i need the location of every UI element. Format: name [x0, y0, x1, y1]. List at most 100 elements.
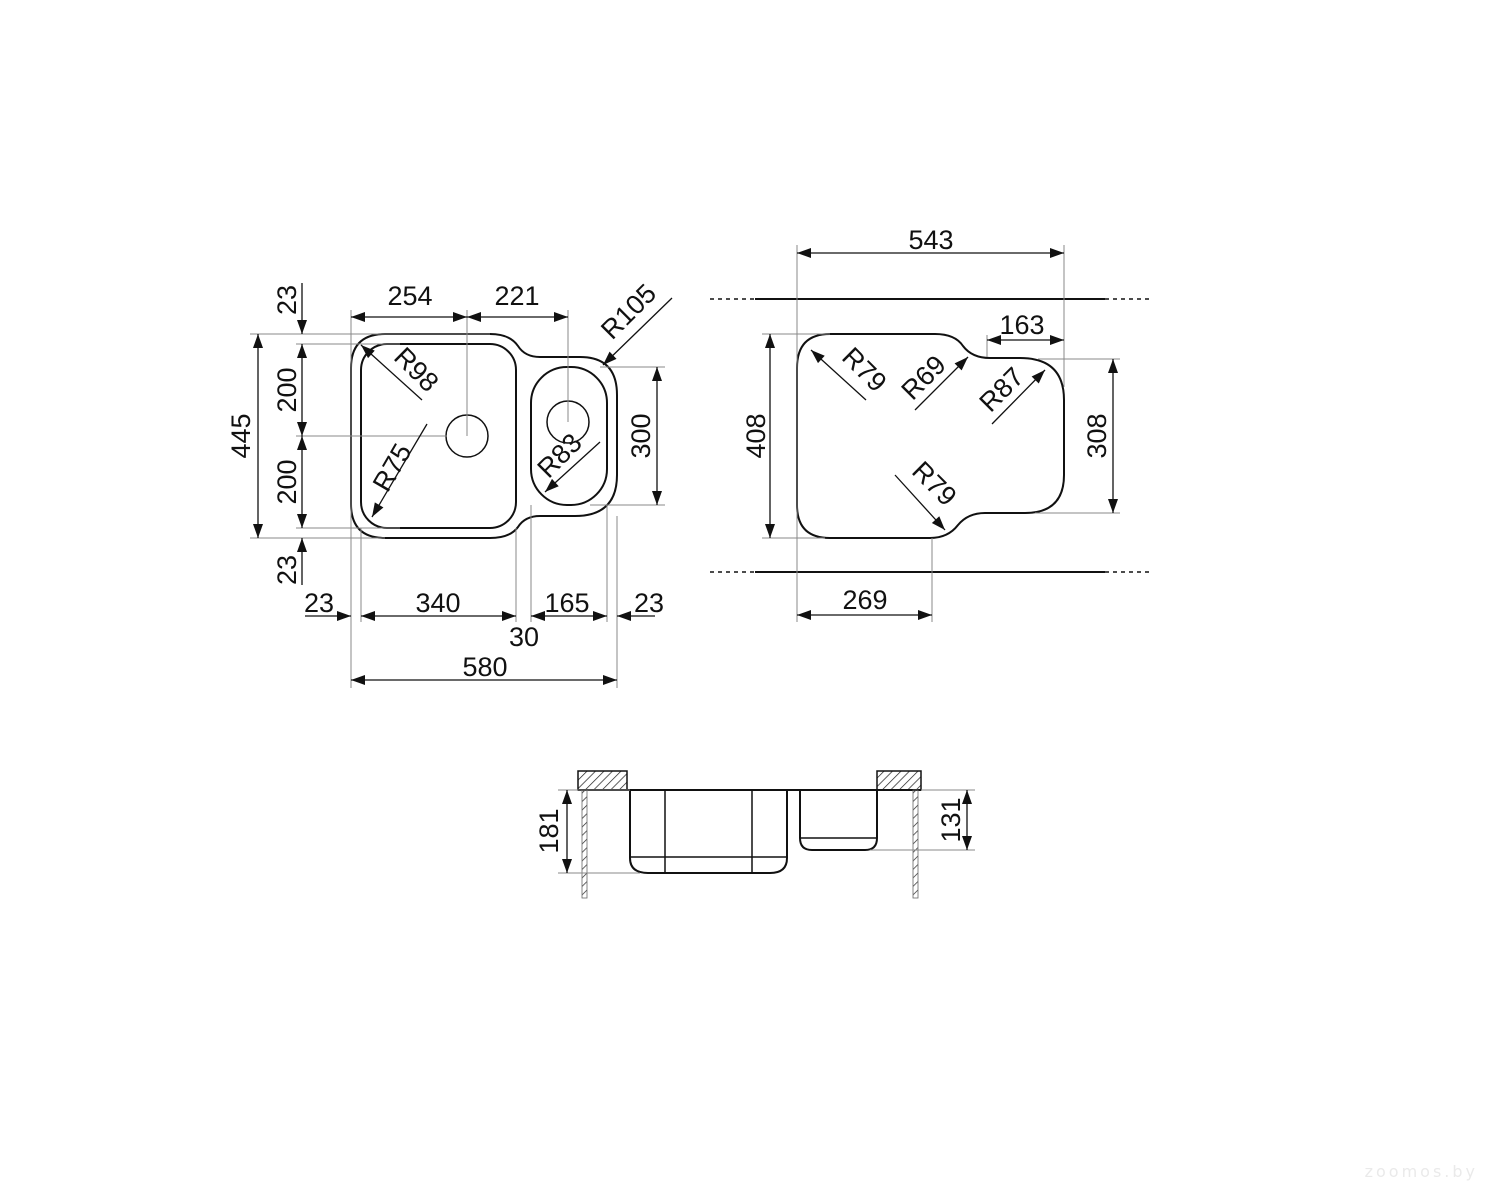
dimension-label: 163 [999, 310, 1044, 340]
watermark: zoomos.by [1364, 1162, 1478, 1181]
worktop-section-left [577, 770, 628, 791]
dimension-line [602, 297, 673, 366]
dim-165: 165 [531, 588, 607, 621]
dim-131: 131 [936, 790, 972, 850]
arrowhead [797, 610, 811, 620]
dimension-label: 165 [544, 588, 589, 618]
dimension-label: R69 [896, 350, 952, 406]
dimension-label: 23 [634, 588, 664, 618]
arrowhead [531, 611, 545, 621]
arrowhead [361, 611, 375, 621]
arrowhead [337, 611, 351, 621]
arrowhead [297, 344, 307, 358]
arrowhead [297, 514, 307, 528]
dimension-label: 23 [304, 588, 334, 618]
arrowhead [954, 357, 968, 371]
arrowhead [765, 334, 775, 348]
dimension-label: 580 [462, 652, 507, 682]
arrowhead [931, 516, 945, 530]
arrowhead [297, 538, 307, 552]
section-view [577, 770, 922, 899]
arrowhead [1108, 359, 1118, 373]
arrowhead [372, 502, 384, 517]
arrowhead [797, 248, 811, 258]
arrowhead [351, 675, 365, 685]
dim-269: 269 [797, 585, 932, 620]
small-bowl-outline [530, 366, 608, 506]
dimension-label: 543 [908, 225, 953, 255]
dimension-label: 131 [936, 797, 966, 842]
dim-340: 340 [361, 588, 516, 621]
dimension-label: 408 [741, 413, 771, 458]
arrowhead [962, 836, 972, 850]
arrowhead [467, 312, 481, 322]
dimension-label: R79 [906, 456, 962, 512]
dim-r98: R98 [360, 342, 444, 401]
main-bowl-section [629, 790, 788, 874]
dim-408: 408 [741, 334, 775, 538]
dimension-label: 221 [494, 281, 539, 311]
dim-r105: R105 [595, 278, 673, 366]
dimension-label: 200 [272, 367, 302, 412]
dimension-label: R75 [367, 439, 418, 497]
dim-308: 308 [1082, 359, 1118, 513]
dim-r69: R69 [896, 350, 969, 411]
arrowhead [811, 350, 825, 364]
dim-r87: R87 [974, 362, 1046, 425]
small-bowl-section [799, 790, 878, 851]
dimension-line [371, 423, 428, 518]
dimension-label: R98 [388, 342, 444, 398]
dimension-label: 308 [1082, 413, 1112, 458]
sink-outer-outline [350, 333, 618, 539]
arrowhead [297, 422, 307, 436]
dimension-label: 300 [626, 413, 656, 458]
dimension-label: 181 [534, 808, 564, 853]
dim-r83: R83 [532, 428, 601, 493]
arrowhead [562, 790, 572, 804]
dimension-label: 30 [509, 622, 539, 652]
arrowhead [918, 610, 932, 620]
dimension-label: R87 [974, 362, 1030, 418]
arrowhead [603, 351, 617, 365]
arrowhead [453, 312, 467, 322]
arrowhead [554, 312, 568, 322]
dimension-label: 23 [272, 285, 302, 315]
arrowhead [987, 335, 1001, 345]
dimension-label: R79 [836, 342, 892, 398]
dim-181: 181 [534, 790, 572, 873]
dim-23-bottom: 23 [272, 538, 307, 585]
arrowhead [1108, 499, 1118, 513]
dim-254: 254 [351, 281, 467, 322]
cabinet-wall-left [581, 789, 588, 899]
dim-23-top: 23 [272, 283, 307, 334]
dimension-label: 254 [387, 281, 432, 311]
arrowhead [1050, 335, 1064, 345]
arrowhead [652, 367, 662, 381]
arrowhead [297, 436, 307, 450]
cutout-outline [796, 333, 1065, 539]
arrowhead [1031, 370, 1045, 384]
arrowhead [765, 524, 775, 538]
dim-30: 30 [509, 622, 539, 652]
dim-580: 580 [351, 652, 617, 685]
dimension-label: 445 [226, 413, 256, 458]
arrowhead [253, 334, 263, 348]
dim-200-upper: 200 [272, 344, 307, 436]
arrowhead [593, 611, 607, 621]
arrowhead [962, 790, 972, 804]
dimension-label: 340 [415, 588, 460, 618]
dimension-label: 269 [842, 585, 887, 615]
dimension-label: 23 [272, 555, 302, 585]
dim-r75: R75 [367, 423, 428, 518]
arrowhead [617, 611, 631, 621]
arrowhead [502, 611, 516, 621]
arrowhead [562, 859, 572, 873]
dim-543: 543 [797, 225, 1064, 258]
cabinet-wall-right [912, 789, 919, 899]
dim-300: 300 [626, 367, 662, 505]
arrowhead [603, 675, 617, 685]
arrowhead [297, 320, 307, 334]
dim-221: 221 [467, 281, 568, 322]
